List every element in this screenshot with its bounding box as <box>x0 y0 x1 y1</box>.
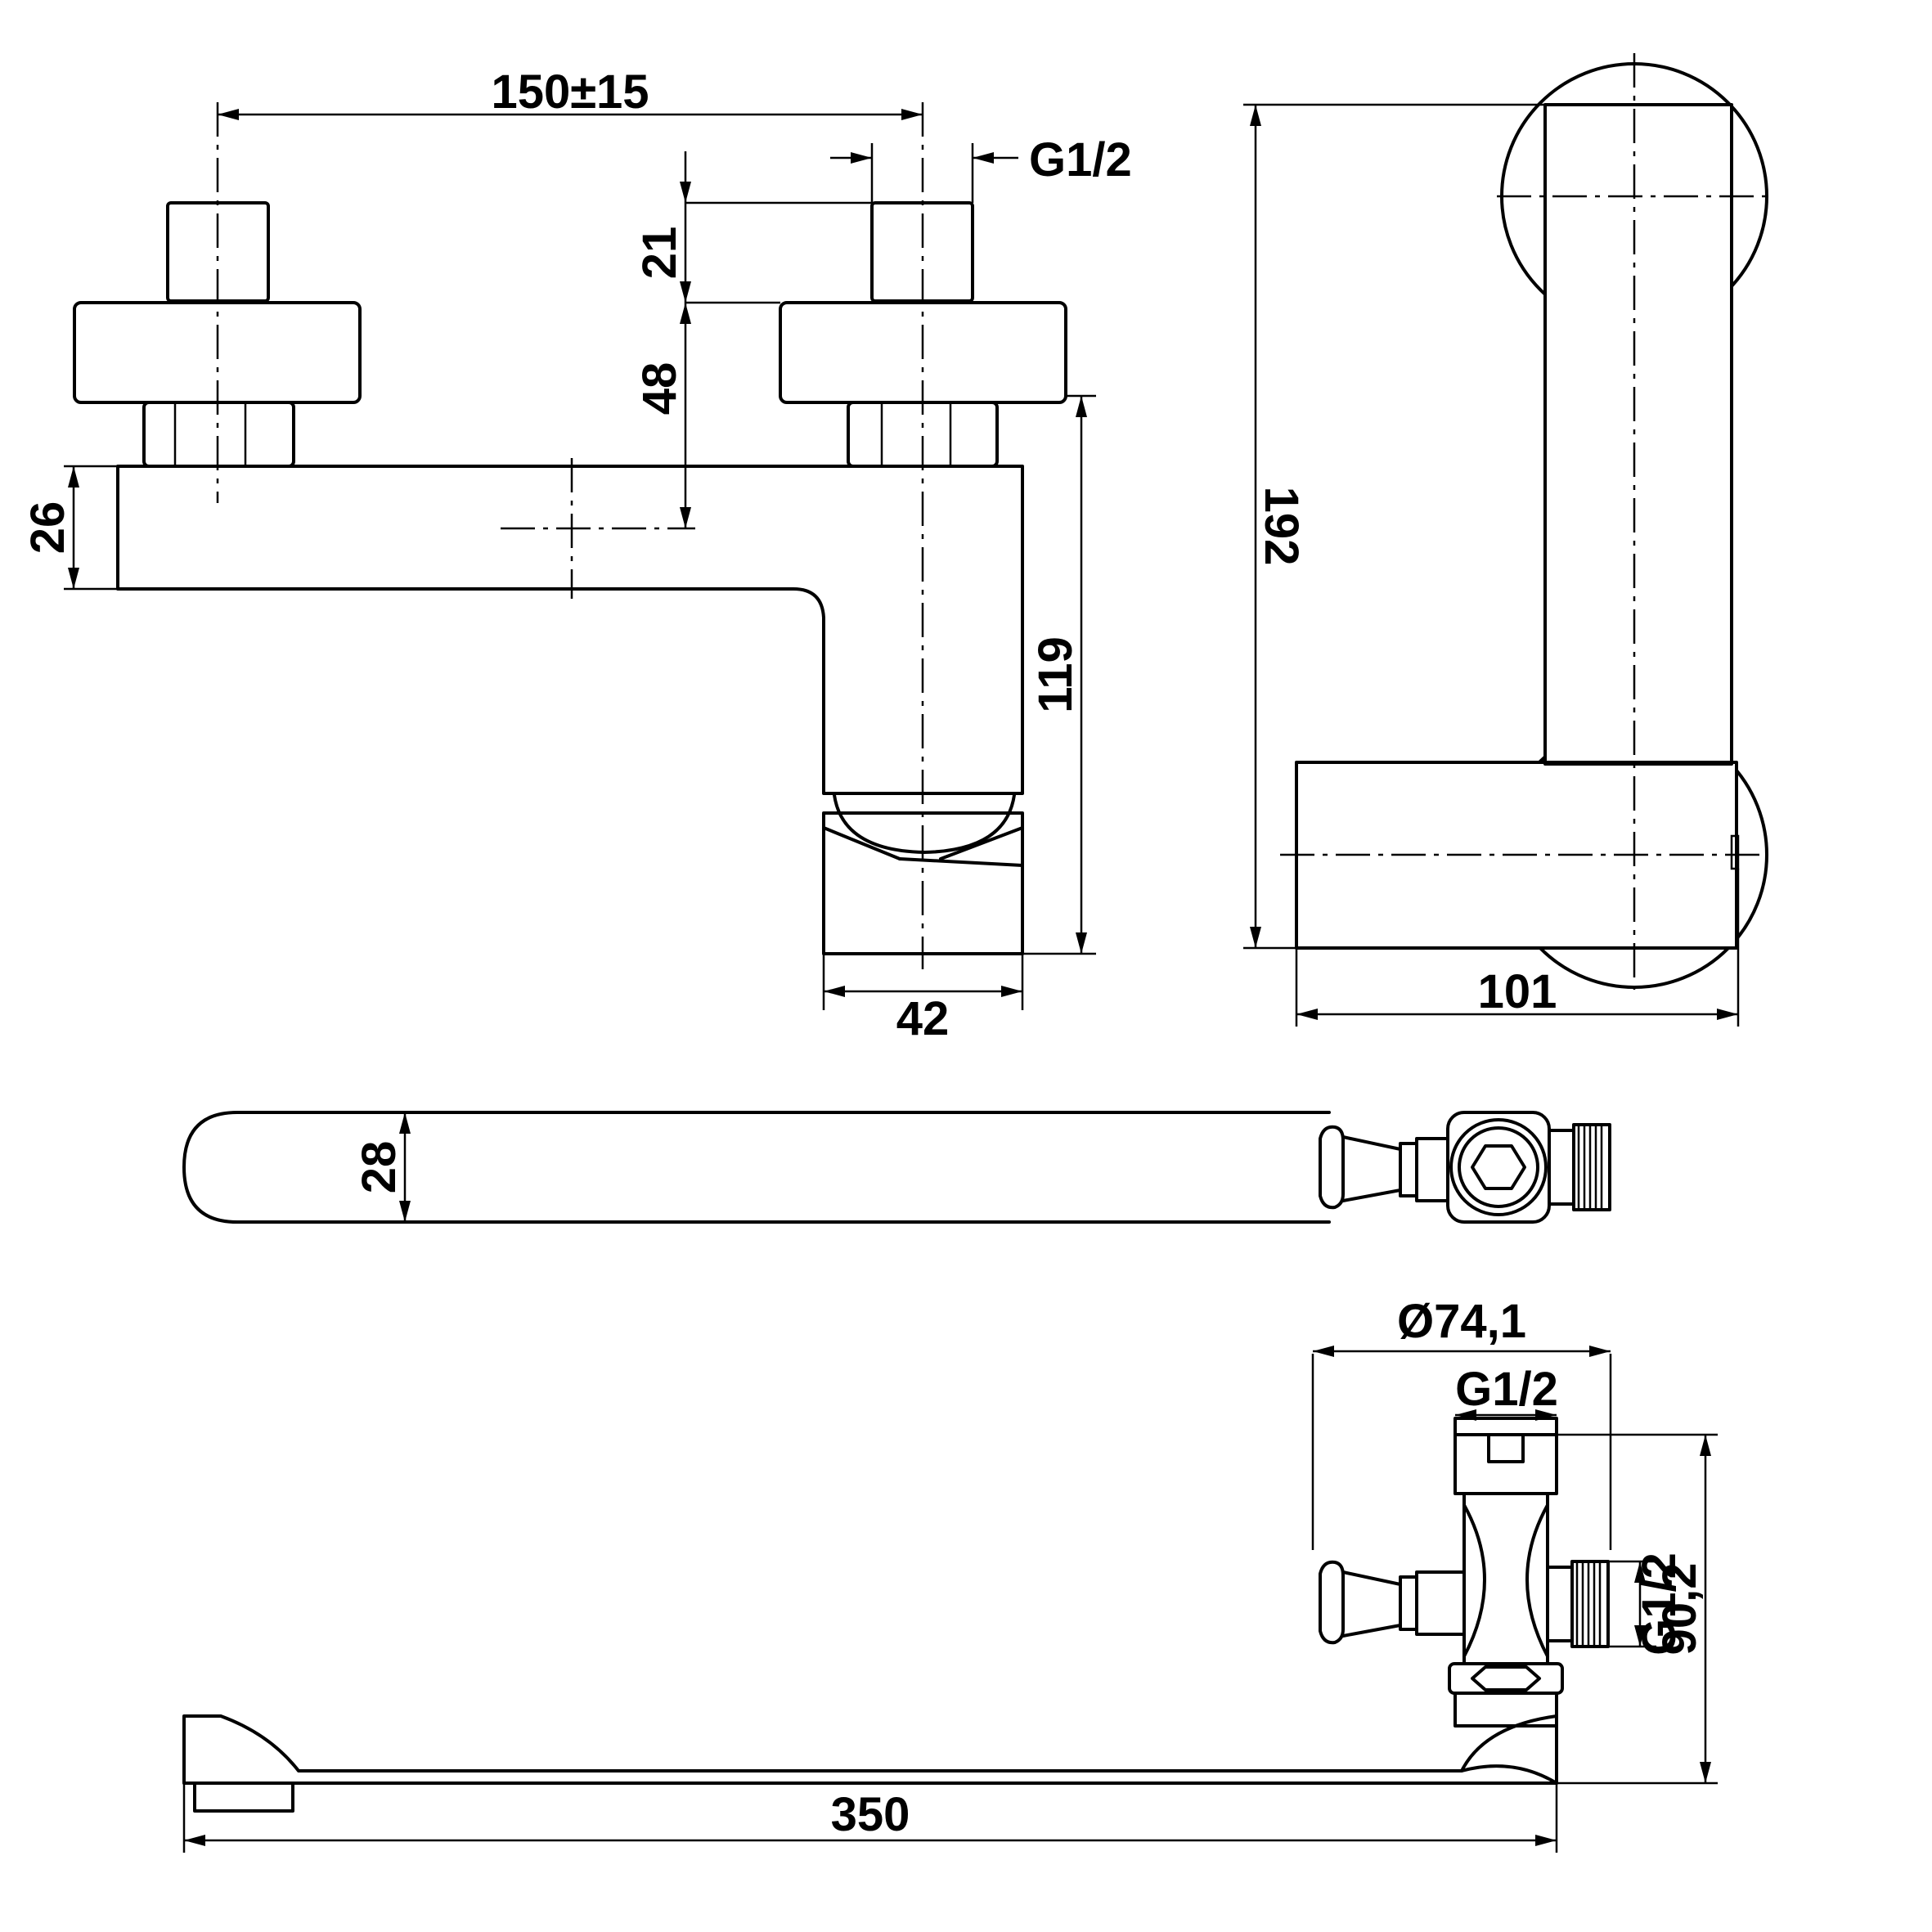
side-view: 192 101 <box>1243 53 1773 1027</box>
dim-42-label: 42 <box>896 992 950 1045</box>
dimension-height: 90,2 <box>1557 1433 1718 1785</box>
mixer-body <box>116 465 1024 795</box>
dim-thread-top-label: G1/2 <box>1455 1363 1558 1416</box>
front-view: 150±15 G1/2 21 48 <box>21 65 1132 1045</box>
dimension-192: 192 <box>1243 103 1545 950</box>
aerator-cup <box>833 793 1016 854</box>
dim-119-label: 119 <box>1029 636 1082 713</box>
dim-thread-side-label: G1/2 <box>1633 1552 1686 1656</box>
dimension-42: 42 <box>822 954 1024 1045</box>
dimension-26: 26 <box>21 465 118 591</box>
dimension-21-48: 21 48 <box>633 151 872 528</box>
bottom-spout <box>182 1714 1558 1813</box>
dimension-thread-top: G1/2 <box>830 133 1132 203</box>
spout-top <box>182 1111 1331 1224</box>
dim-26-label: 26 <box>21 501 74 555</box>
top-valve-body <box>1446 1111 1551 1224</box>
top-outlet-thread <box>1548 1123 1611 1211</box>
dim-101-label: 101 <box>1478 965 1557 1018</box>
dimension-28: 28 <box>353 1112 411 1222</box>
left-hex-nut <box>142 401 295 468</box>
dim-diameter-label: Ø74,1 <box>1397 1295 1526 1348</box>
dimension-thread-top-bottom: G1/2 <box>1455 1363 1558 1421</box>
dim-thread-label: G1/2 <box>1029 133 1132 186</box>
dim-28-label: 28 <box>353 1141 406 1194</box>
aerator <box>193 1781 294 1813</box>
dim-192-label: 192 <box>1255 487 1308 566</box>
bottom-handle <box>1319 1560 1466 1645</box>
dimension-101: 101 <box>1295 869 1740 1027</box>
bottom-nut <box>1448 1662 1564 1728</box>
dimension-diameter: Ø74,1 <box>1311 1295 1612 1550</box>
dimension-350: 350 <box>182 1783 1558 1853</box>
dim-height-label: 90,2 <box>1653 1563 1706 1656</box>
bottom-view: Ø74,1 G1/2 G1/2 90,2 <box>182 1295 1718 1853</box>
dimension-119: 119 <box>1022 394 1096 955</box>
bottom-valve-body <box>1462 1492 1549 1665</box>
dim-48-label: 48 <box>633 362 686 416</box>
bottom-outlet-thread <box>1546 1560 1610 1648</box>
top-handle <box>1319 1125 1449 1210</box>
bottom-top-cap <box>1453 1417 1558 1495</box>
dim-21-label: 21 <box>633 227 686 280</box>
dimension-thread-side: G1/2 <box>1608 1552 1686 1656</box>
dimension-150: 150±15 <box>218 65 923 120</box>
top-view: 28 <box>182 1111 1611 1224</box>
dim-width-label: 150±15 <box>491 65 649 119</box>
dim-length-label: 350 <box>831 1788 910 1841</box>
